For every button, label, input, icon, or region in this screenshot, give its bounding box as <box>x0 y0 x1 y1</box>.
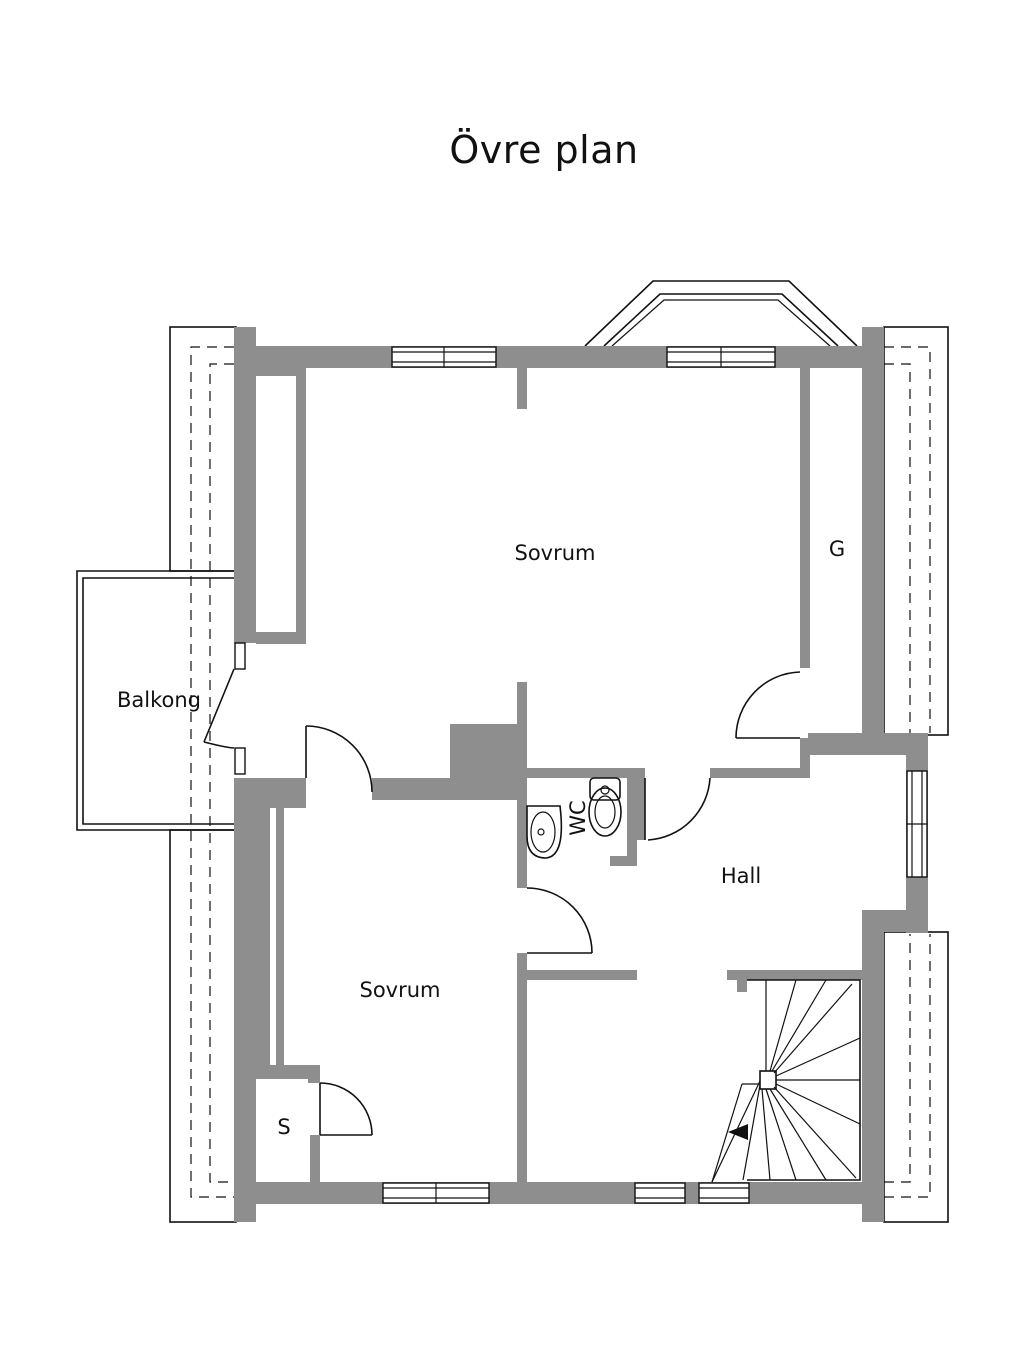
walls <box>234 327 928 1222</box>
bay-window <box>584 280 858 347</box>
room-label-hall: Hall <box>721 864 761 888</box>
room-label-bedroom-main: Sovrum <box>514 541 595 565</box>
room-label-storage: S <box>277 1115 290 1139</box>
staircase <box>711 979 861 1183</box>
room-label-bedroom-small: Sovrum <box>359 978 440 1002</box>
doors <box>203 668 801 1136</box>
room-label-balcony: Balkong <box>117 688 201 712</box>
balcony <box>76 570 234 831</box>
windows <box>234 346 928 1204</box>
stair-arrow-icon <box>728 1124 748 1140</box>
room-label-wc: WC <box>566 800 590 835</box>
room-label-wardrobe: G <box>829 537 845 561</box>
wc-fixtures <box>526 777 622 859</box>
plan-title: Övre plan <box>449 128 639 172</box>
